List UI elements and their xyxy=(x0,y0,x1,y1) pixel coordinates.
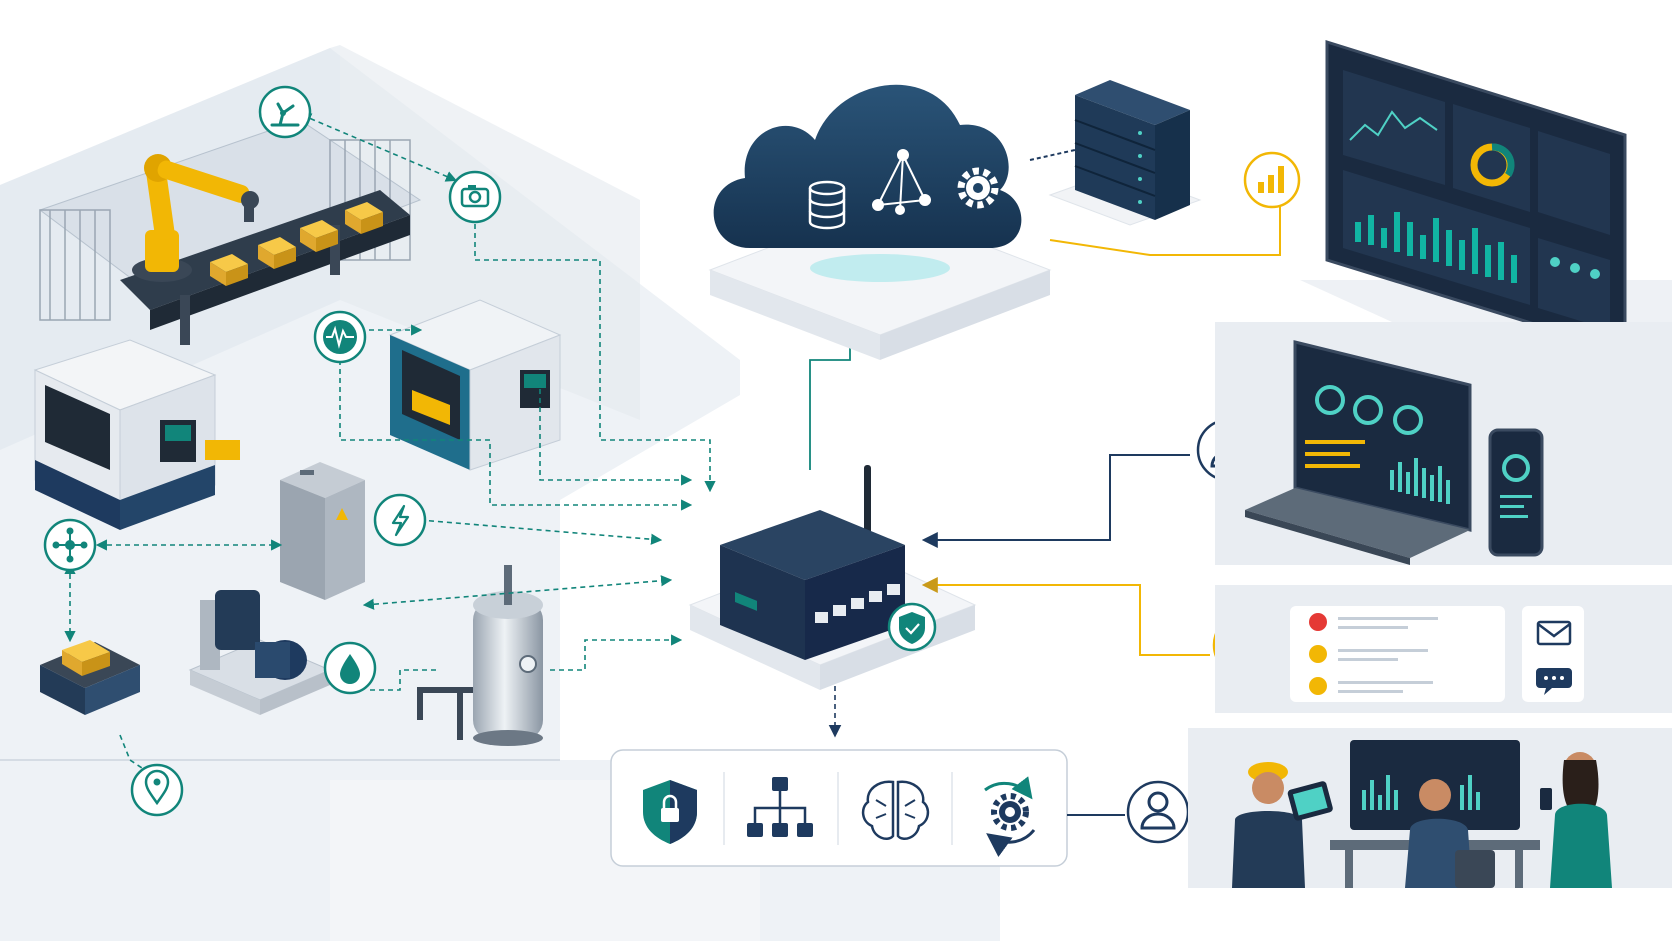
cloud-server-link xyxy=(1029,149,1076,161)
server-rack xyxy=(1048,80,1202,226)
engineer-with-tablet xyxy=(1232,762,1333,888)
cloud xyxy=(713,84,1022,248)
bar-chart-icon[interactable] xyxy=(1243,151,1301,209)
security-badge-icon xyxy=(887,602,937,652)
woman-with-phone xyxy=(1540,752,1612,888)
laptop-phone-panel xyxy=(1215,322,1672,565)
camera-icon[interactable] xyxy=(448,170,502,224)
gear-icon xyxy=(957,167,999,209)
conveyor-box xyxy=(210,202,383,286)
location-pin-icon[interactable] xyxy=(130,763,184,817)
alert-list-item[interactable] xyxy=(1309,613,1438,631)
automation-cycle-icon[interactable] xyxy=(984,776,1036,858)
network-graph-icon xyxy=(872,149,931,215)
operator-seated xyxy=(1405,779,1495,888)
brain-ai-icon[interactable] xyxy=(861,780,930,840)
database-icon xyxy=(808,180,846,230)
output-connections xyxy=(921,205,1281,816)
operators-control-room xyxy=(1188,728,1672,888)
cnc-machine-left xyxy=(33,339,240,530)
sensor-connections xyxy=(64,113,857,771)
water-drop-icon[interactable] xyxy=(323,641,377,695)
power-icon[interactable] xyxy=(373,493,427,547)
alert-notification-panel xyxy=(1215,585,1672,713)
hierarchy-icon[interactable] xyxy=(747,777,813,837)
robot-arm-icon[interactable] xyxy=(258,85,312,139)
envelope-icon[interactable] xyxy=(1536,620,1572,646)
network-hub-icon[interactable] xyxy=(43,518,97,572)
cnc-machine-teal xyxy=(388,299,562,471)
agv-robot xyxy=(40,640,140,715)
edge-capabilities-panel xyxy=(610,749,1068,867)
alert-list-item[interactable] xyxy=(1309,645,1428,663)
vibration-icon[interactable] xyxy=(313,310,367,364)
alert-list-item[interactable] xyxy=(1309,677,1433,695)
yellow-robot-arm xyxy=(132,154,259,282)
edge-gateway[interactable] xyxy=(720,465,937,660)
electrical-cabinet xyxy=(280,462,365,600)
industrial-pump xyxy=(188,590,332,715)
security-shield-icon[interactable] xyxy=(643,780,697,844)
chat-icon[interactable] xyxy=(1536,668,1572,695)
user-icon[interactable] xyxy=(1126,780,1190,844)
